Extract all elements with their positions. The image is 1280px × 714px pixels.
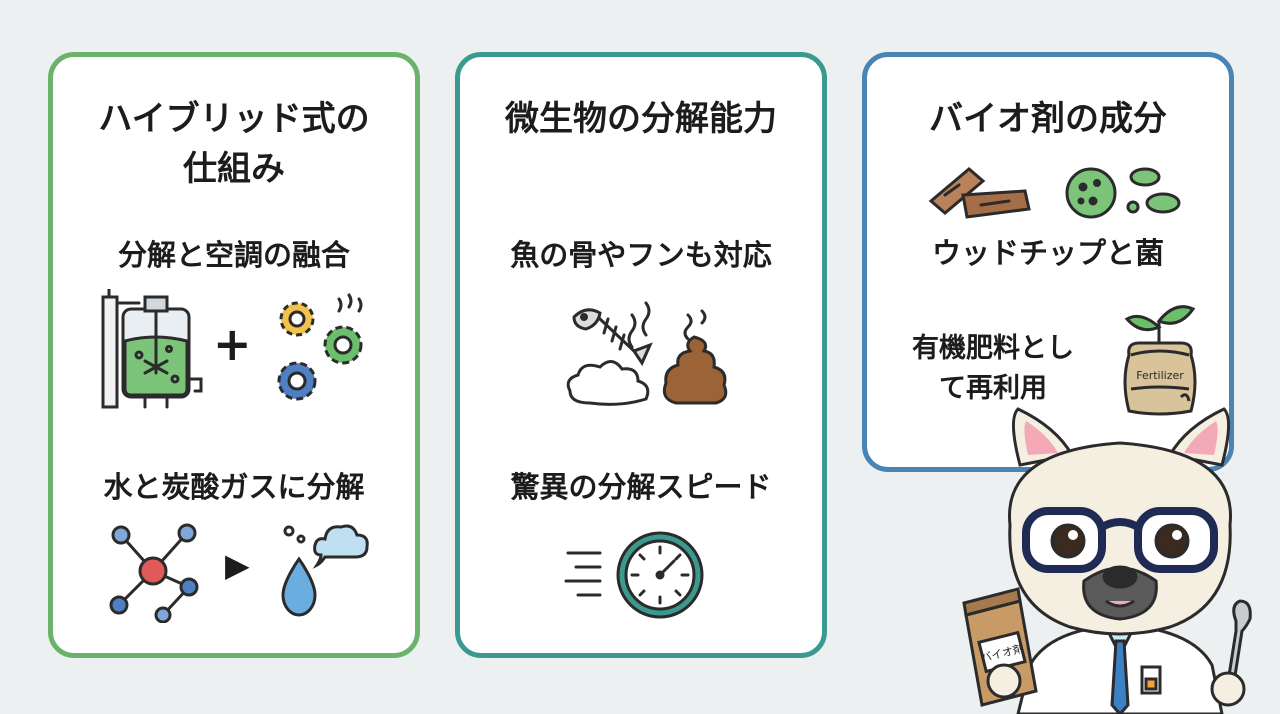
bacteria-icon <box>1065 167 1181 219</box>
poop-icon <box>662 309 728 405</box>
feature-label-fish-bone: 魚の骨やフンも対応 <box>510 238 772 272</box>
feature-label-decomposition-aircon: 分解と空調の融合 <box>117 238 350 272</box>
tank-icon <box>101 289 203 409</box>
feature-label-speed: 驚異の分解スピード <box>510 470 772 504</box>
water-drop-icon <box>281 525 317 617</box>
panel-title-line1: ハイブリッド式の <box>98 99 370 139</box>
plus-sign: + <box>213 317 252 371</box>
arrow-right-icon: ▶ <box>225 546 250 584</box>
panel-title: 微生物の分解能力 <box>505 99 777 139</box>
wood-chips-icon <box>928 167 1031 219</box>
panel-title-line2: 仕組み <box>183 149 285 189</box>
panel-bio-agent: バイオ剤の成分 ウッドチップと菌 有機肥料とし て再利用 <box>862 52 1234 472</box>
bulldog-mascot: バイオ剤 <box>962 407 1252 714</box>
gears-icon <box>277 293 363 401</box>
feature-label-fertilizer-line1: 有機肥料とし <box>912 333 1074 364</box>
fish-bone-icon <box>566 301 653 406</box>
molecule-icon <box>109 523 199 623</box>
feature-label-water-co2: 水と炭酸ガスに分解 <box>103 470 365 504</box>
panel-microbe-power: 微生物の分解能力 魚の骨やフンも対応 驚異の分解スピード <box>455 52 827 658</box>
fertilizer-bag-label: Fertilizer <box>1136 369 1184 382</box>
gas-cloud-icon <box>312 524 369 569</box>
panel-title: バイオ剤の成分 <box>929 99 1167 139</box>
fertilizer-bag-icon: Fertilizer <box>1123 305 1197 416</box>
feature-label-wood-bacteria: ウッドチップと菌 <box>931 236 1164 270</box>
panel-hybrid-system: ハイブリッド式の 仕組み 分解と空調の融合 + 水と炭酸ガスに分 <box>48 52 420 658</box>
feature-label-fertilizer-line2: て再利用 <box>939 373 1047 404</box>
speed-clock-icon <box>564 531 704 619</box>
